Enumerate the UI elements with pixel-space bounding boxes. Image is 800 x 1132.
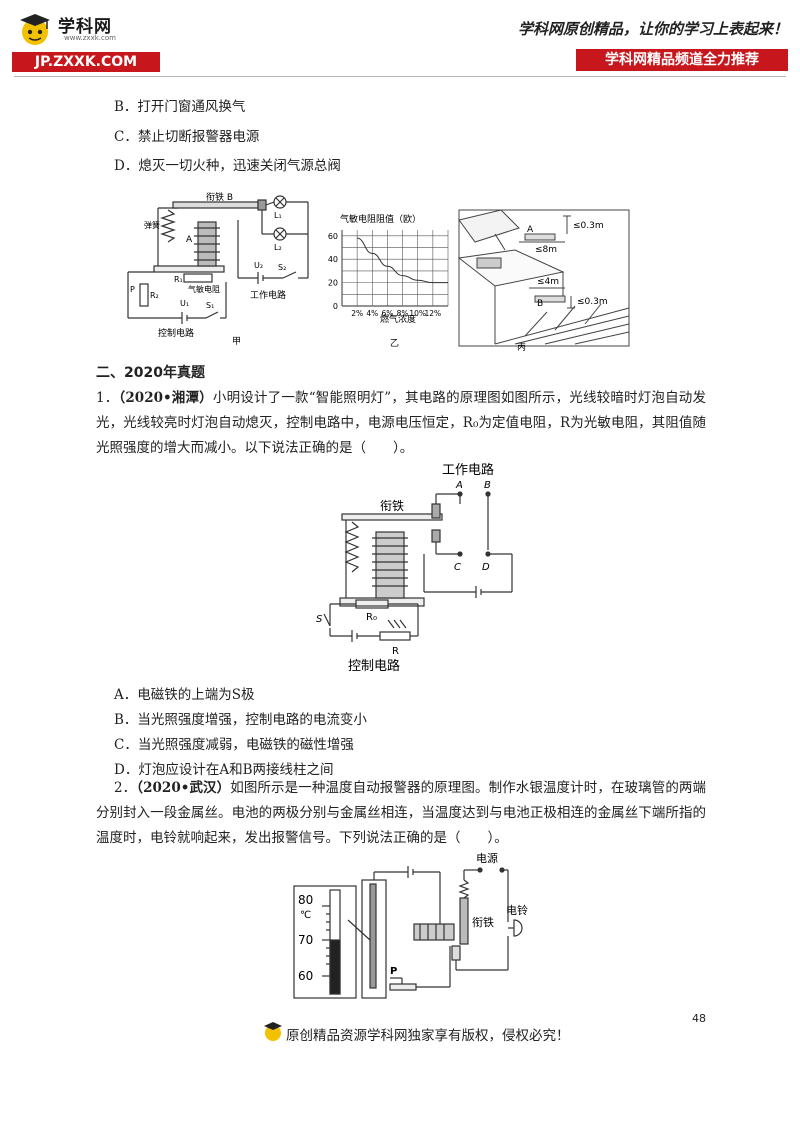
logo-text: 学科网 <box>58 17 112 37</box>
chart-ytick-label: 0 <box>333 302 338 311</box>
q1-text: 小明设计了一款“智能照明灯”，其电路的原理图如图所示，光线较暗时灯泡自动发光，光… <box>96 390 706 456</box>
jia-s2-label: S₂ <box>278 263 286 272</box>
q1-option-d: D．灯泡应设计在A和B两接线柱之间 <box>114 762 334 778</box>
q1-number: 1． <box>96 390 119 406</box>
jia-spring-label: 弹簧 <box>144 220 160 230</box>
q2-fig-p-label: P <box>390 966 397 977</box>
bing-a-label: A <box>527 225 534 235</box>
question-2: 2．（2020•武汉）如图所示是一种温度自动报警器的原理图。制作水银温度计时，在… <box>96 776 706 851</box>
q1-source: （2020•湘潭） <box>118 390 213 406</box>
q1-fig-work-label: 工作电路 <box>442 462 494 478</box>
jia-s1-label: S₁ <box>206 301 214 310</box>
figure-q2-circuit: 80 ℃ 70 60 P 电源 衔铁 电铃 <box>293 851 528 999</box>
header-channel-badge: 学科网精品频道全力推荐 <box>576 49 788 71</box>
jia-caption: 甲 <box>232 336 241 347</box>
yi-caption: 乙 <box>390 338 399 349</box>
option-b-prev: B．打开门窗通风换气 <box>114 99 246 115</box>
bing-d1-label: ≤0.3m <box>573 221 604 231</box>
jia-p-label: P <box>130 285 135 294</box>
q2-fig-armature-label: 衔铁 <box>472 916 494 929</box>
logo-icon <box>16 10 54 48</box>
bing-d4-label: ≤0.3m <box>577 297 608 307</box>
q2-text: 如图所示是一种温度自动报警器的原理图。制作水银温度计时，在玻璃管的两端分别封入一… <box>96 780 707 846</box>
chart-xlabel: 燃气浓度 <box>380 313 416 325</box>
chart-xtick-label: 4% <box>366 309 378 318</box>
q1-fig-r-label: R <box>392 646 399 657</box>
jia-r2-label: R₂ <box>150 291 159 300</box>
chart-xtick-label: 2% <box>351 309 363 318</box>
footer-copyright: 原创精品资源学科网独家享有版权，侵权必究！ <box>286 1028 570 1044</box>
jia-u1-label: U₁ <box>180 299 189 308</box>
q1-fig-c-label: C <box>454 562 461 573</box>
figure-bing-kitchen: ≤0.3m A ≤8m ≤4m B ≤0.3m 丙 <box>457 209 630 352</box>
q1-fig-r0-label: R₀ <box>366 612 377 623</box>
jia-control-label: 控制电路 <box>158 327 194 339</box>
jia-work-label: 工作电路 <box>250 289 286 301</box>
jia-armature-label: 衔铁 B <box>206 191 233 203</box>
jia-r1-label: R₁ <box>174 275 183 284</box>
q2-source: （2020•武汉） <box>136 780 231 796</box>
q2-fig-bell-label: 电铃 <box>506 903 528 917</box>
q2-fig-unit-label: ℃ <box>300 910 311 921</box>
q2-fig-80-label: 80 <box>298 893 313 907</box>
header-slogan: 学科网原创精品，让你的学习上表起来！ <box>517 20 788 38</box>
bing-d3-label: ≤4m <box>537 277 559 287</box>
chart-ytick-label: 40 <box>328 255 338 264</box>
header-divider <box>14 76 786 77</box>
question-1: 1．（2020•湘潭）小明设计了一款“智能照明灯”，其电路的原理图如图所示，光线… <box>96 386 706 461</box>
chart-xtick-label: 8% <box>397 309 409 318</box>
chart-ytick-label: 20 <box>328 279 338 288</box>
q1-fig-armature-label: 衔铁 <box>380 499 404 513</box>
option-d-prev: D．熄灭一切火种，迅速关闭气源总阀 <box>114 158 341 174</box>
q1-fig-a-label: A <box>455 480 463 491</box>
jia-l1-label: L₁ <box>274 211 282 220</box>
logo-domain: JP.ZXXK.COM <box>12 52 160 72</box>
q1-fig-d-label: D <box>482 562 490 573</box>
figure-yi-chart: 气敏电阻阻值（欧） 0 20 40 60 2%4%6% 8%10%12% 燃气浓度 乙 <box>328 213 449 349</box>
bing-caption: 丙 <box>517 342 526 352</box>
section-title: 二、2020年真题 <box>96 365 205 381</box>
figure-jia-circuit: 衔铁 B 弹簧 A L₁ L₂ U₂ S₂ 工作电路 R₁ 气敏电阻 P R₂ … <box>127 191 309 347</box>
chart-ylabel: 气敏电阻阻值（欧） <box>340 213 421 225</box>
chart-ytick-label: 60 <box>328 232 338 241</box>
q1-option-b: B．当光照强度增强，控制电路的电流变小 <box>114 712 367 728</box>
footer-logo-icon <box>262 1020 284 1042</box>
q2-number: 2． <box>114 780 137 796</box>
jia-a-label: A <box>186 235 193 245</box>
page-number: 48 <box>692 1012 706 1025</box>
q1-fig-s-label: S <box>316 614 323 625</box>
q1-fig-b-label: B <box>484 480 491 491</box>
chart-xtick-label: 12% <box>425 309 442 318</box>
figure-q1-circuit: 工作电路 A B 衔铁 C D S R₀ R 控制电路 <box>316 462 513 673</box>
bing-d2-label: ≤8m <box>535 245 557 255</box>
chart-xtick-label: 6% <box>381 309 393 318</box>
chart-xtick-label: 10% <box>409 309 426 318</box>
bing-b-label: B <box>537 299 543 309</box>
q1-option-c: C．当光照强度减弱，电磁铁的磁性增强 <box>114 737 354 753</box>
q2-fig-60-label: 60 <box>298 969 313 983</box>
q2-fig-power-label: 电源 <box>476 851 498 865</box>
jia-l2-label: L₂ <box>274 243 282 252</box>
jia-gas-resistor-label: 气敏电阻 <box>188 284 220 294</box>
q1-option-a: A．电磁铁的上端为S极 <box>114 687 255 703</box>
option-c-prev: C．禁止切断报警器电源 <box>114 129 260 145</box>
jia-u2-label: U₂ <box>254 261 263 270</box>
chart-series-line <box>357 237 448 284</box>
q2-fig-70-label: 70 <box>298 933 313 947</box>
logo-subtext: www.zxxk.com <box>64 34 116 42</box>
q1-fig-control-label: 控制电路 <box>348 658 400 673</box>
